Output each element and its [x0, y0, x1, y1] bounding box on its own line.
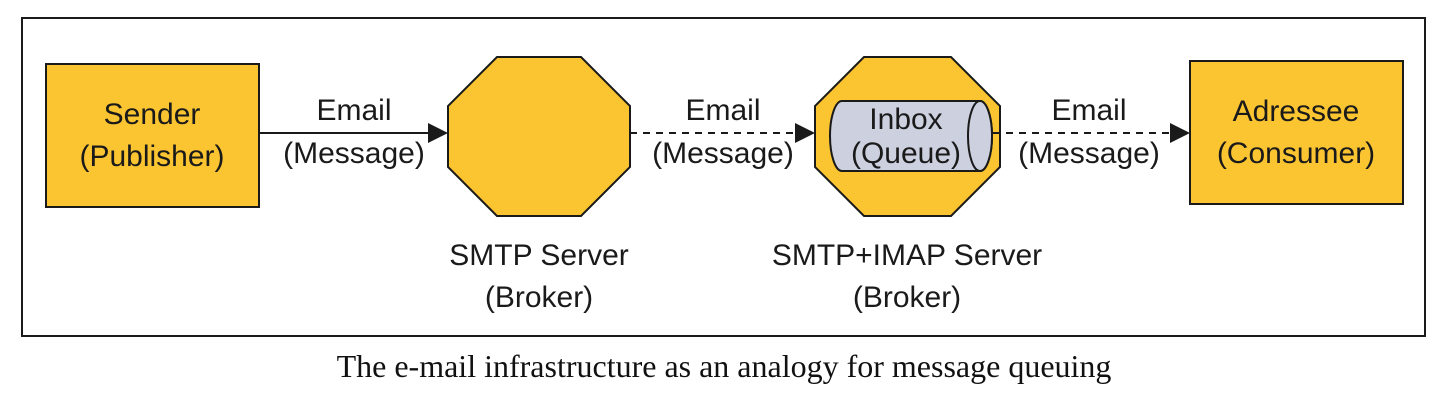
edge-2-label: Email	[685, 94, 760, 127]
edge-2-sublabel: (Message)	[652, 137, 794, 170]
imap-server-label: SMTP+IMAP Server	[772, 239, 1042, 272]
smtp-server-octagon	[447, 56, 631, 217]
sender-label: Sender	[104, 98, 201, 131]
diagram-canvas: Sender (Publisher) SMTP Server (Broker) …	[21, 17, 1426, 337]
edge-smtp-to-imap: Email (Message)	[630, 94, 815, 170]
inbox-cylinder-end	[967, 100, 993, 172]
addressee-box	[1189, 60, 1404, 205]
edge-inbox-to-addressee: Email (Message)	[993, 94, 1190, 170]
edge-sender-to-smtp: Email (Message)	[259, 94, 448, 170]
edge-3-sublabel: (Message)	[1018, 137, 1160, 170]
addressee-sublabel: (Consumer)	[1217, 137, 1375, 170]
smtp-server-sublabel: (Broker)	[485, 281, 593, 314]
diagram-frame	[21, 17, 1426, 337]
sender-sublabel: (Publisher)	[79, 140, 224, 173]
addressee-node: Adressee (Consumer)	[1189, 60, 1404, 205]
addressee-label: Adressee	[1233, 95, 1360, 128]
inbox-label: Inbox	[869, 103, 942, 136]
sender-box	[45, 63, 260, 208]
inbox-queue: Inbox (Queue)	[829, 100, 993, 172]
imap-server-node: Inbox (Queue) SMTP+IMAP Server (Broker)	[772, 56, 1042, 314]
figure-caption: The e-mail infrastructure as an analogy …	[336, 348, 1112, 384]
imap-server-sublabel: (Broker)	[853, 281, 961, 314]
sender-node: Sender (Publisher)	[45, 63, 260, 208]
edge-1-sublabel: (Message)	[283, 137, 425, 170]
inbox-sublabel: (Queue)	[851, 137, 961, 170]
smtp-server-label: SMTP Server	[449, 239, 629, 272]
smtp-server-node: SMTP Server (Broker)	[447, 56, 631, 314]
edge-3-label: Email	[1051, 94, 1126, 127]
edge-1-label: Email	[316, 94, 391, 127]
